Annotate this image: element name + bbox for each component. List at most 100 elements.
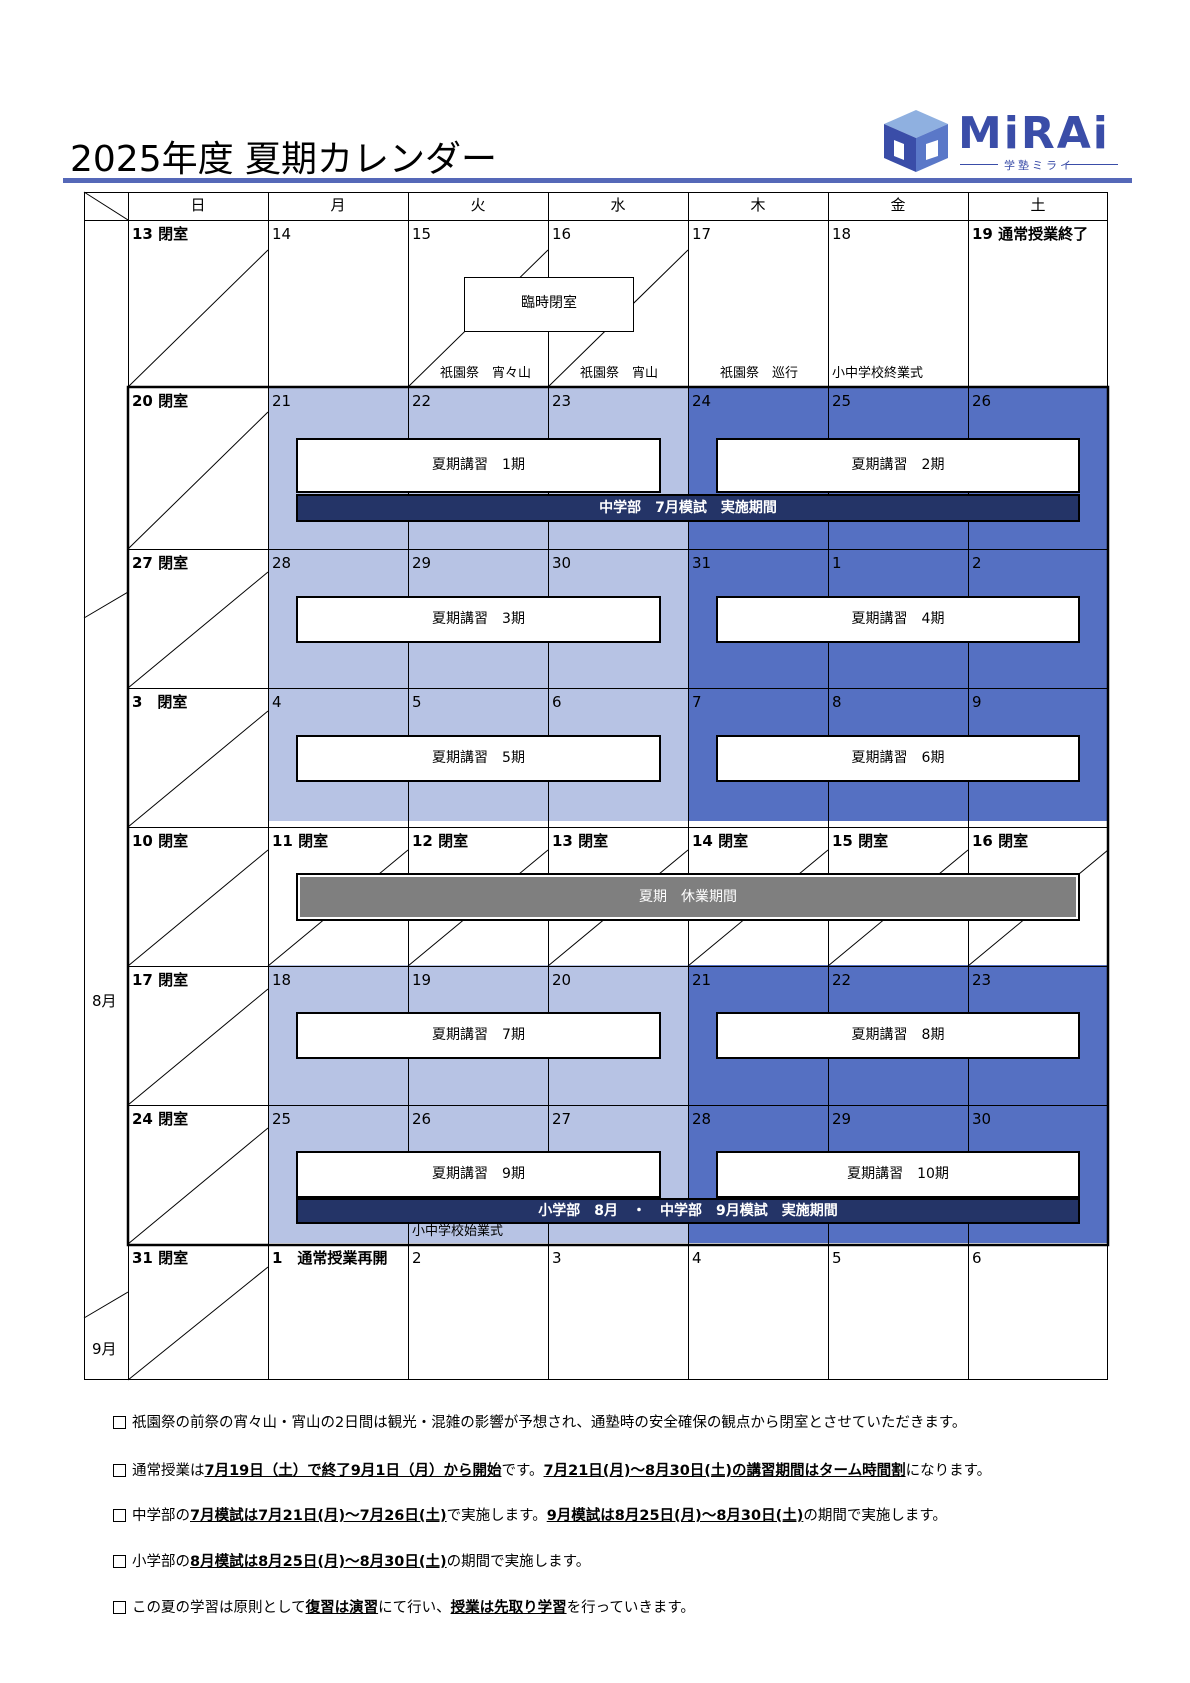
event-course-3: 夏期講習 3期 (296, 596, 661, 643)
day-label: 16 (552, 225, 572, 243)
day-label: 29 (832, 1110, 852, 1128)
day-label: 23 (552, 392, 572, 410)
day-label: 2 (412, 1249, 422, 1267)
weekday-wed: 水 (610, 196, 626, 214)
day-label: 25 (272, 1110, 292, 1128)
day-label: 27 (552, 1110, 572, 1128)
weekday-sat: 土 (1030, 196, 1046, 214)
day-label: 28 (272, 554, 292, 572)
day-label: 11 閉室 (272, 832, 329, 850)
day-label: 22 (832, 971, 852, 989)
day-label: 15 (412, 225, 432, 243)
weekday-sun: 日 (190, 196, 206, 214)
footnote: 通常授業は7月19日（土）で終了9月1日（月）から開始です。7月21日(月)～8… (132, 1463, 992, 1479)
day-label: 13 閉室 (132, 225, 189, 243)
day-label: 26 (972, 392, 992, 410)
day-label: 9 (972, 693, 982, 711)
day-label: 3 (552, 1249, 562, 1267)
month-label-sep: 9月 (92, 1340, 117, 1358)
cell-note: 祇園祭 宵山 (580, 366, 659, 381)
day-label: 20 (552, 971, 572, 989)
day-label: 17 閉室 (132, 971, 189, 989)
checkbox-icon (113, 1555, 126, 1568)
weekday-mon: 月 (330, 196, 346, 214)
day-label: 1 (832, 554, 842, 572)
logo-cube-icon (884, 110, 948, 172)
checkbox-icon (113, 1601, 126, 1614)
cell-note: 小中学校終業式 (832, 366, 924, 381)
event-course-10: 夏期講習 10期 (716, 1151, 1080, 1198)
logo-divider (960, 164, 998, 165)
day-label: 31 閉室 (132, 1249, 189, 1267)
day-label: 15 閉室 (832, 832, 889, 850)
day-label: 13 閉室 (552, 832, 609, 850)
event-course-7: 夏期講習 7期 (296, 1012, 661, 1059)
day-label: 5 (832, 1249, 842, 1267)
page-title: 2025年度 夏期カレンダー (70, 139, 498, 180)
day-label: 6 (552, 693, 562, 711)
weekday-thu: 木 (750, 196, 766, 214)
event-course-5: 夏期講習 5期 (296, 735, 661, 782)
event-summer-break: 夏期 休業期間 (296, 873, 1080, 921)
day-label: 19 (412, 971, 432, 989)
footnote: この夏の学習は原則として復習は演習にて行い、授業は先取り学習を行っていきます。 (132, 1600, 695, 1616)
day-label: 30 (972, 1110, 992, 1128)
day-label: 28 (692, 1110, 712, 1128)
event-course-2: 夏期講習 2期 (716, 438, 1080, 493)
day-label: 27 閉室 (132, 554, 189, 572)
logo-subtitle: 学塾ミライ (1004, 159, 1074, 172)
event-rinji-closure: 臨時閉室 (464, 277, 634, 332)
day-label: 1 通常授業再開 (272, 1249, 388, 1267)
day-label: 20 閉室 (132, 392, 189, 410)
day-label: 3 閉室 (132, 693, 188, 711)
logo-text: MiRAi (958, 108, 1110, 159)
day-label: 7 (692, 693, 702, 711)
day-label: 14 閉室 (692, 832, 749, 850)
day-label: 8 (832, 693, 842, 711)
day-label: 30 (552, 554, 572, 572)
footnote: 中学部の7月模試は7月21日(月)～7月26日(土)で実施します。9月模試は8月… (132, 1508, 947, 1524)
day-label: 29 (412, 554, 432, 572)
day-label: 31 (692, 554, 712, 572)
footnote: 祇園祭の前祭の宵々山・宵山の2日間は観光・混雑の影響が予想され、通塾時の安全確保… (132, 1415, 967, 1431)
day-label: 2 (972, 554, 982, 572)
day-label: 24 閉室 (132, 1110, 189, 1128)
event-band-july-exam: 中学部 7月模試 実施期間 (296, 494, 1080, 522)
day-label: 10 閉室 (132, 832, 189, 850)
day-label: 12 閉室 (412, 832, 469, 850)
day-label: 16 閉室 (972, 832, 1029, 850)
event-course-4: 夏期講習 4期 (716, 596, 1080, 643)
day-label: 18 (832, 225, 852, 243)
event-course-8: 夏期講習 8期 (716, 1012, 1080, 1059)
day-label: 26 (412, 1110, 432, 1128)
day-label: 4 (692, 1249, 702, 1267)
event-course-6: 夏期講習 6期 (716, 735, 1080, 782)
day-label: 24 (692, 392, 712, 410)
event-course-9: 夏期講習 9期 (296, 1151, 661, 1198)
day-label: 18 (272, 971, 292, 989)
logo-divider (1066, 164, 1118, 165)
day-label: 21 (692, 971, 712, 989)
day-label: 17 (692, 225, 712, 243)
month-label-aug: 8月 (92, 992, 117, 1010)
cell-note: 祇園祭 巡行 (720, 366, 799, 381)
event-course-1: 夏期講習 1期 (296, 438, 661, 493)
footnote: 小学部の8月模試は8月25日(月)～8月30日(土)の期間で実施します。 (132, 1554, 591, 1570)
day-label: 4 (272, 693, 282, 711)
day-label: 19 通常授業終了 (972, 225, 1089, 243)
cell-note: 小中学校始業式 (412, 1224, 504, 1239)
checkbox-icon (113, 1416, 126, 1429)
day-label: 14 (272, 225, 292, 243)
day-label: 23 (972, 971, 992, 989)
weekday-tue: 火 (470, 196, 486, 214)
day-label: 6 (972, 1249, 982, 1267)
day-label: 25 (832, 392, 852, 410)
day-label: 22 (412, 392, 432, 410)
weekday-fri: 金 (890, 196, 906, 214)
checkbox-icon (113, 1509, 126, 1522)
day-label: 21 (272, 392, 292, 410)
day-label: 5 (412, 693, 422, 711)
cell-note: 祇園祭 宵々山 (440, 366, 532, 381)
event-band-aug-sep-exam: 小学部 8月 ・ 中学部 9月模試 実施期間 (296, 1198, 1080, 1224)
title-underline (63, 178, 1132, 183)
